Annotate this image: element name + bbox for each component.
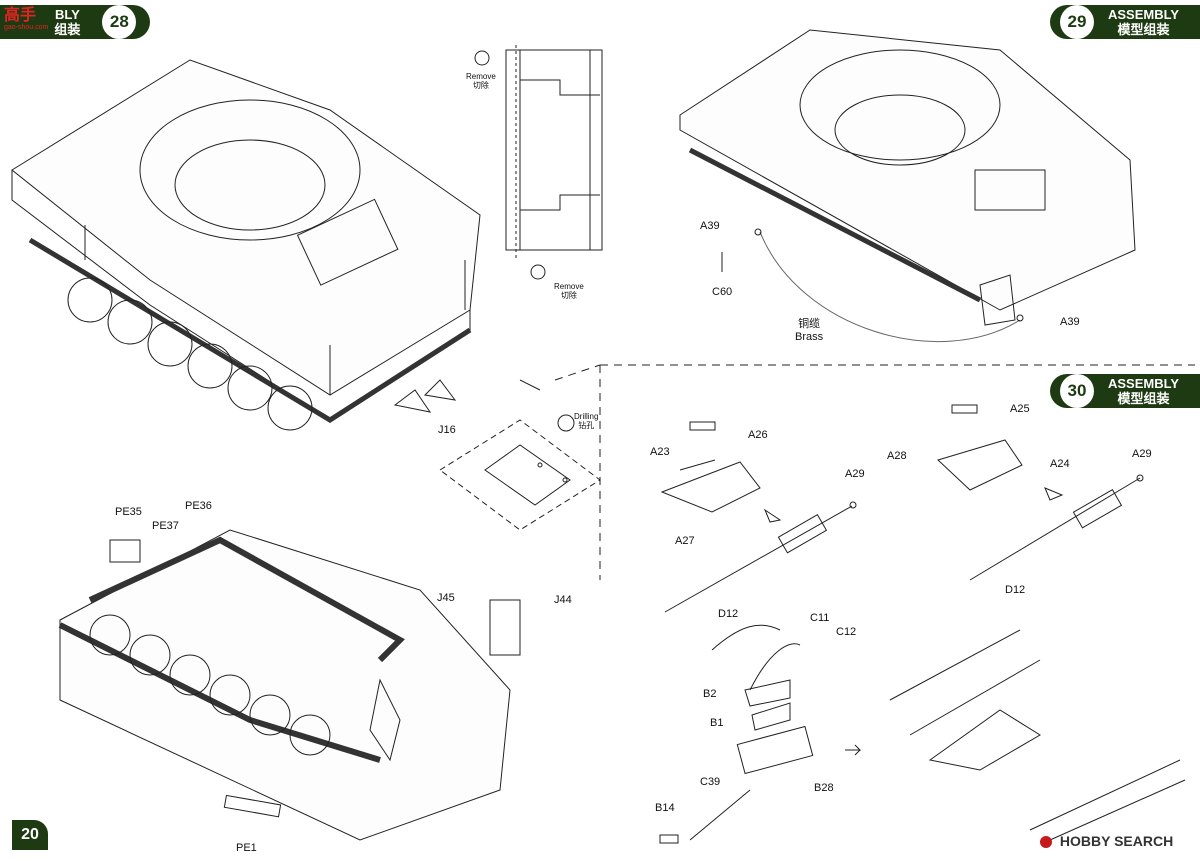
part-pe35: PE35 [115, 506, 142, 518]
mount-cradle-assembly [659, 624, 862, 844]
part-a29-right: A29 [1132, 448, 1152, 460]
step-29-header: 29 ASSEMBLY 模型组装 [1050, 5, 1200, 39]
part-a39-upper: A39 [700, 220, 720, 232]
gun-mount-assembly-2 [937, 404, 1144, 581]
drilling-detail-step28 [439, 379, 601, 531]
brand-logo: 高手 gao-shou.com [4, 7, 49, 32]
part-a28: A28 [887, 450, 907, 462]
part-a25: A25 [1010, 403, 1030, 415]
hobby-search-logo-icon [1040, 836, 1052, 849]
part-pe37: PE37 [152, 520, 179, 532]
hull-drawing-step28 [11, 59, 481, 431]
drilling-note: Drilling 钻孔 [574, 412, 599, 430]
completed-gun-mount [889, 629, 1186, 841]
part-c11: C11 [810, 612, 830, 624]
part-j44: J44 [554, 594, 572, 606]
part-j45: J45 [437, 592, 455, 604]
gun-mount-assembly-1 [660, 421, 857, 613]
part-a39-lower: A39 [1060, 316, 1080, 328]
part-a24: A24 [1050, 458, 1070, 470]
part-c60: C60 [712, 286, 733, 298]
part-a29-left: A29 [845, 468, 865, 480]
track-detail-step28 [474, 45, 603, 280]
part-a26: A26 [748, 429, 768, 441]
step-30-title: ASSEMBLY 模型组装 [1108, 376, 1180, 406]
road-wheels-step28 [67, 277, 313, 431]
part-b28: B28 [814, 782, 834, 794]
hull-underside-step28 [58, 529, 521, 841]
step-29-number: 29 [1060, 5, 1094, 39]
part-pe1: PE1 [236, 842, 257, 854]
step-30-header: 30 ASSEMBLY 模型组装 [1050, 374, 1200, 408]
part-c39: C39 [700, 776, 721, 788]
part-b2: B2 [703, 688, 717, 700]
remove-note-top: Remove 切除 [466, 72, 496, 90]
hobby-search-watermark: HOBBY SEARCH [1040, 833, 1173, 849]
page-number: 20 [12, 820, 48, 850]
part-a23: A23 [650, 446, 670, 458]
road-wheels-lower [89, 614, 331, 756]
step-28-title: BLY 组装 [54, 7, 81, 37]
brass-cable-note: 铜缆 Brass [795, 318, 824, 343]
step-29-title: ASSEMBLY 模型组装 [1108, 7, 1180, 37]
part-j16: J16 [438, 424, 456, 436]
part-b1: B1 [710, 717, 724, 729]
remove-note-bottom: Remove 切除 [554, 282, 584, 300]
part-c12: C12 [836, 626, 857, 638]
step-28-number: 28 [102, 5, 137, 39]
part-a27: A27 [675, 535, 695, 547]
hull-drawing-step29 [679, 29, 1136, 342]
part-d12-right: D12 [1005, 584, 1026, 596]
part-pe36: PE36 [185, 500, 212, 512]
part-d12-left: D12 [718, 608, 739, 620]
part-b14: B14 [655, 802, 675, 814]
step-30-number: 30 [1060, 374, 1094, 408]
step-28-header: 高手 gao-shou.com BLY 组装 28 [0, 5, 150, 39]
